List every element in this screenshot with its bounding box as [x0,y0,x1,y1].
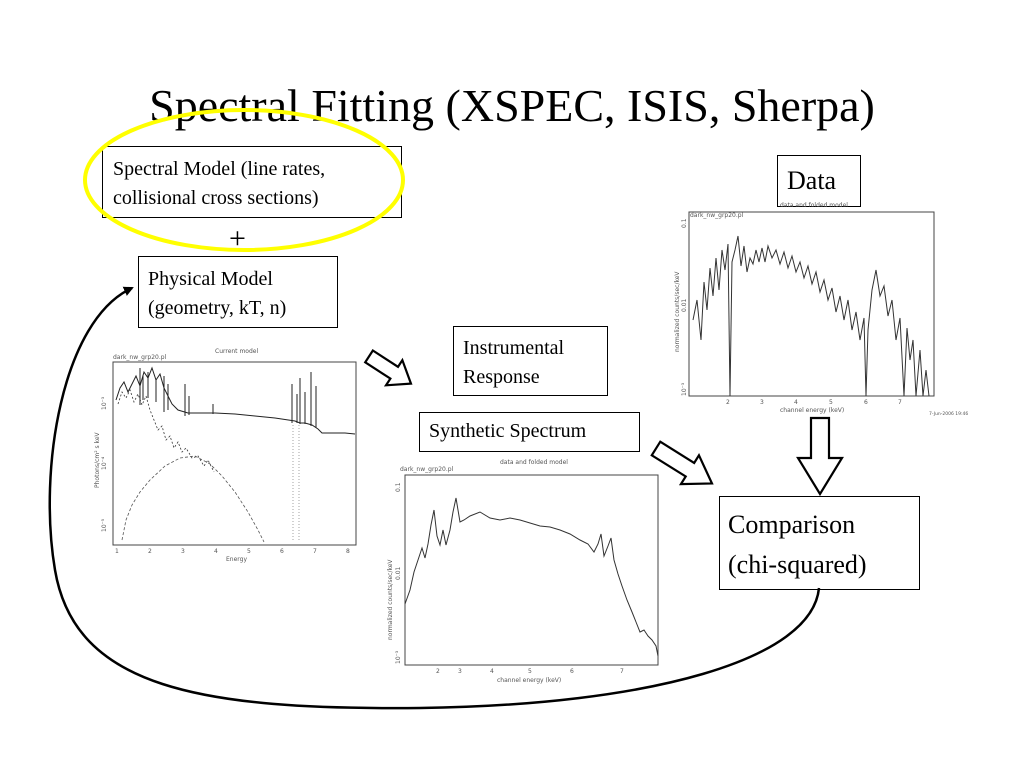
model-plot-frame [112,361,357,546]
model-x-tick-2: 2 [148,548,152,555]
model-emission-lines [139,368,317,428]
highlight-ellipse [83,108,405,252]
spectral-model-box: Spectral Model (line rates, collisional … [102,146,402,218]
data-x-tick-2: 3 [760,399,764,406]
model-continuum-curve [115,366,356,435]
model-continuum-component [121,455,265,543]
synthetic-x-tick-4: 5 [528,668,532,675]
model-y-ticks: 10⁻³ 10⁻⁴ 10⁻⁵ [101,396,108,532]
data-plot-date: 7-Jun-2006 19:46 [929,411,968,417]
synthetic-plot: dark_nw_grp20.pl data and folded model 2… [387,459,659,684]
comparison-line-2: (chi-squared) [728,550,867,579]
instrumental-response-box: Instrumental Response [453,326,608,396]
synthetic-x-tick-2: 3 [458,668,462,675]
data-x-tick-6: 7 [898,399,902,406]
data-box: Data [777,155,861,207]
arrow-to-synthetic [363,348,413,387]
model-y-label: Photons/cm² s keV [94,431,101,488]
arrow-to-comparison [650,440,714,486]
model-x-tick-3: 3 [181,548,185,555]
synthetic-y-label: normalized counts/sec/keV [387,559,394,640]
data-x-label: channel energy (keV) [780,407,844,414]
synthetic-y-ticks: 0.1 0.01 10⁻³ [395,482,402,664]
data-x-tick-1: 2 [726,399,730,406]
data-y-label: normalized counts/sec/keV [674,271,681,352]
data-plot-frame [688,211,935,397]
model-x-label: Energy [226,556,247,563]
model-y-tick-3: 10⁻⁵ [101,518,108,532]
spectral-model-line-1: Spectral Model (line rates, [113,158,326,180]
model-y-tick-2: 10⁻⁴ [101,456,108,470]
data-x-tick-3: 4 [794,399,798,406]
arrow-data-to-comparison [796,416,844,497]
synthetic-y-tick-1: 0.1 [395,482,402,492]
data-x-ticks: 2 3 4 5 6 7 [726,399,902,406]
model-x-tick-1: 1 [115,548,119,555]
data-plot: dark_nw_grp20.pl data and folded model 2… [674,202,968,417]
synthetic-x-tick-3: 4 [490,668,494,675]
model-x-ticks: 1 2 3 4 5 6 7 8 [115,548,350,555]
synthetic-x-tick-6: 7 [620,668,624,675]
data-y-tick-2: 0.01 [681,298,688,312]
physical-model-line-2: (geometry, kT, n) [148,297,287,319]
synthetic-plot-frame [404,474,659,666]
slide-title: Spectral Fitting (XSPEC, ISIS, Sherpa) [149,80,875,131]
synthetic-x-label: channel energy (keV) [497,677,561,684]
model-plot: dark_nw_grp20.pl Current model 1 2 3 4 5… [94,348,357,563]
synthetic-spectrum-label: Synthetic Spectrum [429,420,587,442]
physical-model-box: Physical Model (geometry, kT, n) [138,256,338,328]
model-x-tick-7: 7 [313,548,317,555]
feedback-loop-arrow [48,286,821,710]
synthetic-spectrum-curve [404,497,659,657]
data-plot-filename: dark_nw_grp20.pl [690,212,744,219]
model-y-tick-1: 10⁻³ [101,396,108,410]
model-plot-title: Current model [215,348,258,355]
data-y-tick-1: 0.1 [681,218,688,228]
physical-model-line-1: Physical Model [148,268,273,290]
model-fe-lines [292,425,300,540]
model-plot-filename: dark_nw_grp20.pl [113,354,167,361]
data-y-ticks: 0.1 0.01 10⁻³ [681,218,688,396]
synthetic-x-ticks: 2 3 4 5 6 7 [436,668,624,675]
synthetic-plot-title: data and folded model [500,459,568,466]
data-x-tick-4: 5 [829,399,833,406]
synthetic-x-tick-1: 2 [436,668,440,675]
instrumental-response-line-1: Instrumental [463,337,565,359]
data-x-tick-5: 6 [864,399,868,406]
data-spectrum-curve [692,235,930,397]
data-y-tick-3: 10⁻³ [681,382,688,396]
model-x-tick-8: 8 [346,548,350,555]
synthetic-plot-filename: dark_nw_grp20.pl [400,466,454,473]
plus-sign: + [229,222,246,255]
synthetic-y-tick-3: 10⁻³ [395,650,402,664]
spectral-model-line-2: collisional cross sections) [113,187,319,209]
synthetic-x-tick-5: 6 [570,668,574,675]
model-x-tick-4: 4 [214,548,218,555]
model-x-tick-6: 6 [280,548,284,555]
synthetic-y-tick-2: 0.01 [395,566,402,580]
synthetic-spectrum-box: Synthetic Spectrum [419,412,640,452]
comparison-line-1: Comparison [728,510,856,539]
model-x-tick-5: 5 [247,548,251,555]
model-line-component [117,388,215,473]
instrumental-response-line-2: Response [463,366,540,388]
data-plot-title: data and folded model [780,202,848,209]
data-label: Data [787,166,837,195]
